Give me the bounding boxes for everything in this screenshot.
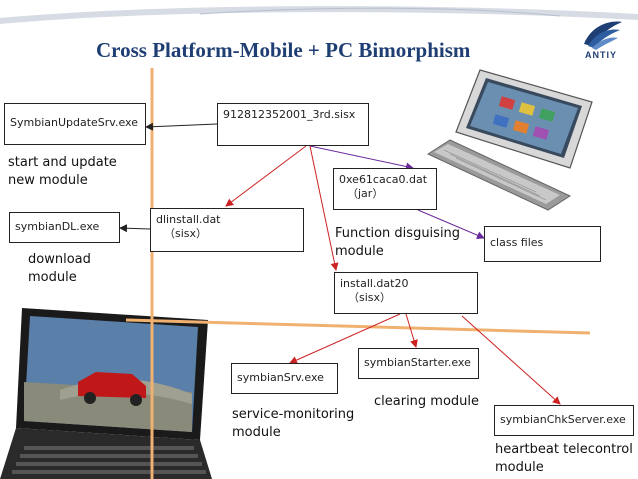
node-sublabel: （sisx） bbox=[164, 227, 208, 240]
antiy-logo-icon bbox=[584, 21, 622, 50]
node-symbian-dl: symbianDL.exe bbox=[9, 212, 120, 243]
node-sisx-main: 912812352001_3rd.sisx bbox=[217, 103, 369, 146]
caption-clearing: clearing module bbox=[374, 394, 480, 409]
caption-function-disguising: Function disguising module bbox=[335, 226, 461, 259]
node-symbian-chk-server: symbianChkServer.exe bbox=[494, 405, 634, 436]
node-label: SymbianUpdateSrv.exe bbox=[10, 116, 138, 129]
logo-text: ANTIY bbox=[585, 50, 617, 60]
mobile-phone-image bbox=[426, 69, 593, 211]
caption-download: download module bbox=[28, 252, 91, 285]
node-install-dat20: install.dat20 （sisx） bbox=[334, 272, 478, 314]
node-label: 912812352001_3rd.sisx bbox=[223, 108, 356, 121]
caption-heartbeat: heartbeat telecontrol module bbox=[495, 442, 633, 475]
node-label: dlinstall.dat bbox=[156, 213, 221, 226]
node-label: symbianChkServer.exe bbox=[500, 413, 626, 426]
node-sublabel: （sisx） bbox=[348, 291, 392, 304]
caption-start-update: start and update new module bbox=[8, 155, 117, 188]
node-symbian-srv: symbianSrv.exe bbox=[231, 363, 338, 394]
node-label: symbianSrv.exe bbox=[237, 371, 324, 384]
node-label: class files bbox=[490, 236, 544, 249]
node-label: install.dat20 bbox=[340, 277, 409, 290]
node-caca-dat: 0xe61caca0.dat （jar） bbox=[333, 168, 437, 210]
laptop-image bbox=[0, 308, 212, 479]
node-label: 0xe61caca0.dat bbox=[339, 173, 428, 186]
node-label: symbianDL.exe bbox=[15, 220, 100, 233]
node-symbian-update-srv: SymbianUpdateSrv.exe bbox=[4, 103, 146, 145]
node-label: symbianStarter.exe bbox=[364, 356, 471, 369]
slide-title: Cross Platform-Mobile + PC Bimorphism bbox=[96, 38, 471, 62]
node-sublabel: （jar） bbox=[347, 187, 384, 200]
node-class-files: class files bbox=[484, 226, 601, 262]
node-symbian-starter: symbianStarter.exe bbox=[358, 348, 479, 379]
caption-service-monitoring: service-monitoring module bbox=[232, 407, 355, 440]
node-dlinstall: dlinstall.dat （sisx） bbox=[150, 208, 304, 252]
